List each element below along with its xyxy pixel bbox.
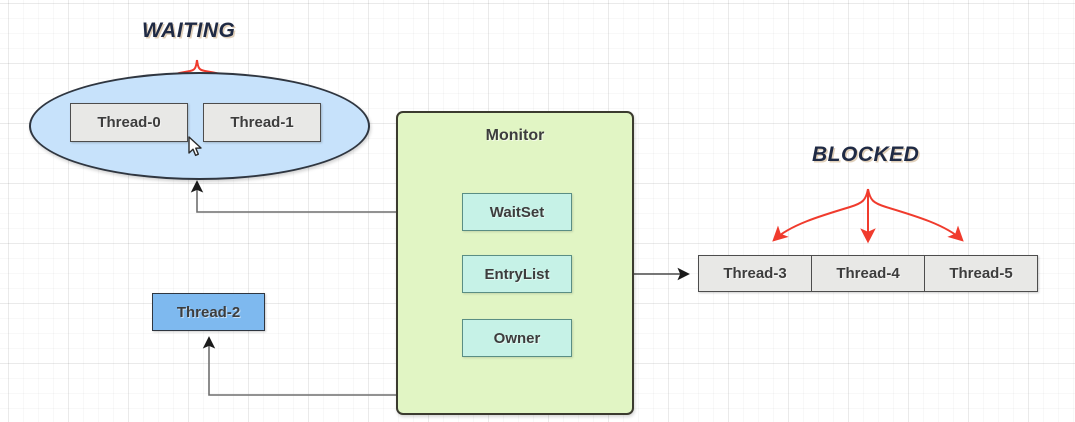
thread-box-thread-2[interactable]: Thread-2 <box>152 293 265 331</box>
blocked-queue[interactable]: Thread-3 Thread-4 Thread-5 <box>698 255 1038 292</box>
thread-box-thread-0[interactable]: Thread-0 <box>70 103 188 142</box>
thread-box-thread-5[interactable]: Thread-5 <box>949 265 1013 282</box>
thread-box-thread-4[interactable]: Thread-4 <box>812 256 925 291</box>
thread-box-thread-1[interactable]: Thread-1 <box>203 103 321 142</box>
monitor-title: Monitor <box>485 127 545 144</box>
monitor-field-entrylist[interactable]: EntryList <box>462 255 572 293</box>
blocked-fork-arrows <box>772 188 964 244</box>
blocked-state-label: BLOCKED <box>812 143 920 166</box>
thread-box-thread-3[interactable]: Thread-3 <box>699 256 812 291</box>
monitor-field-owner[interactable]: Owner <box>462 319 572 357</box>
monitor-field-waitset[interactable]: WaitSet <box>462 193 572 231</box>
waiting-state-label: WAITING <box>142 19 236 42</box>
